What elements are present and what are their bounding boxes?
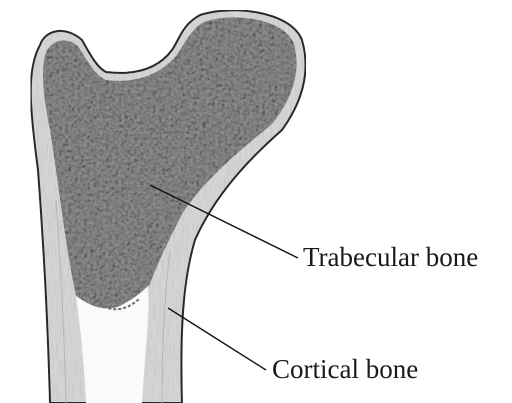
cortical-bone-label: Cortical bone	[272, 356, 418, 383]
trabecular-bone-label: Trabecular bone	[303, 244, 478, 271]
